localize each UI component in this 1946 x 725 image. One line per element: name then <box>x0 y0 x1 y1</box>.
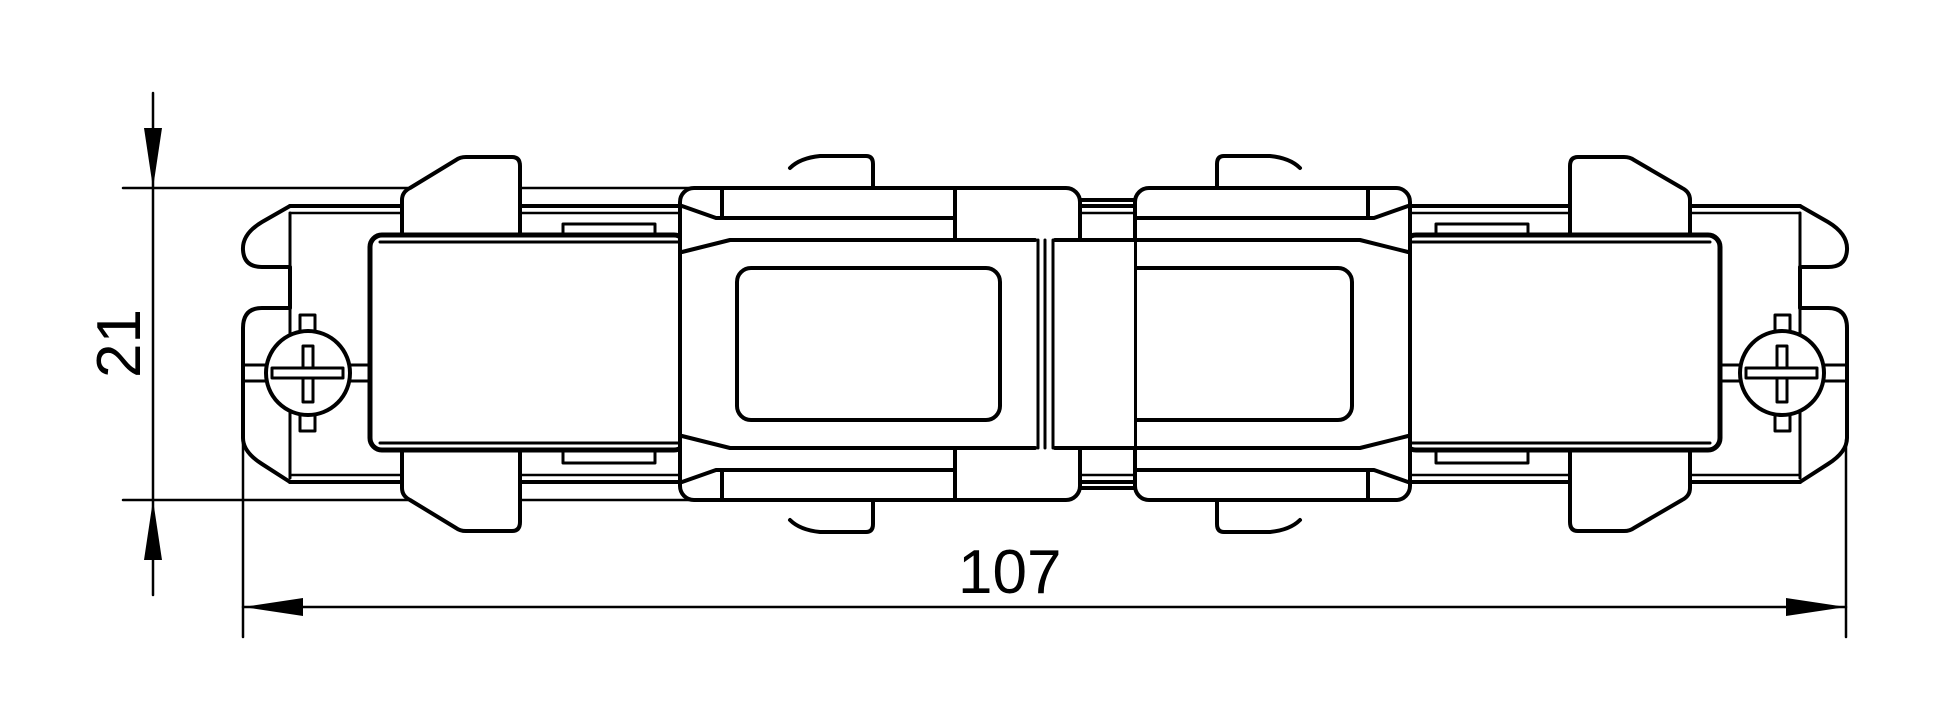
right-center-block <box>1053 154 1412 534</box>
length-dimension <box>241 438 1848 639</box>
left-window <box>735 266 1002 422</box>
length-dimension-label: 107 <box>958 538 1061 607</box>
left-sleeve <box>367 232 689 453</box>
arrow-left-icon <box>243 598 303 616</box>
right-bottom-slot <box>1434 449 1530 465</box>
left-clip-top <box>400 155 522 237</box>
right-clip-top <box>1568 155 1692 237</box>
right-sleeve <box>1401 232 1723 453</box>
right-clip-bottom <box>1568 450 1692 533</box>
left-screw-icon <box>241 313 376 433</box>
arrow-right-icon <box>1786 598 1846 616</box>
arrow-up-icon <box>144 500 162 560</box>
height-dimension-label: 21 <box>85 309 154 378</box>
arrow-down-icon <box>144 128 162 188</box>
left-center-block <box>678 154 1082 534</box>
center-divider <box>1036 238 1055 450</box>
left-clip-bottom <box>400 450 522 533</box>
left-bottom-slot <box>561 449 657 465</box>
connector-body <box>240 154 1850 534</box>
right-screw-icon <box>1714 313 1848 433</box>
